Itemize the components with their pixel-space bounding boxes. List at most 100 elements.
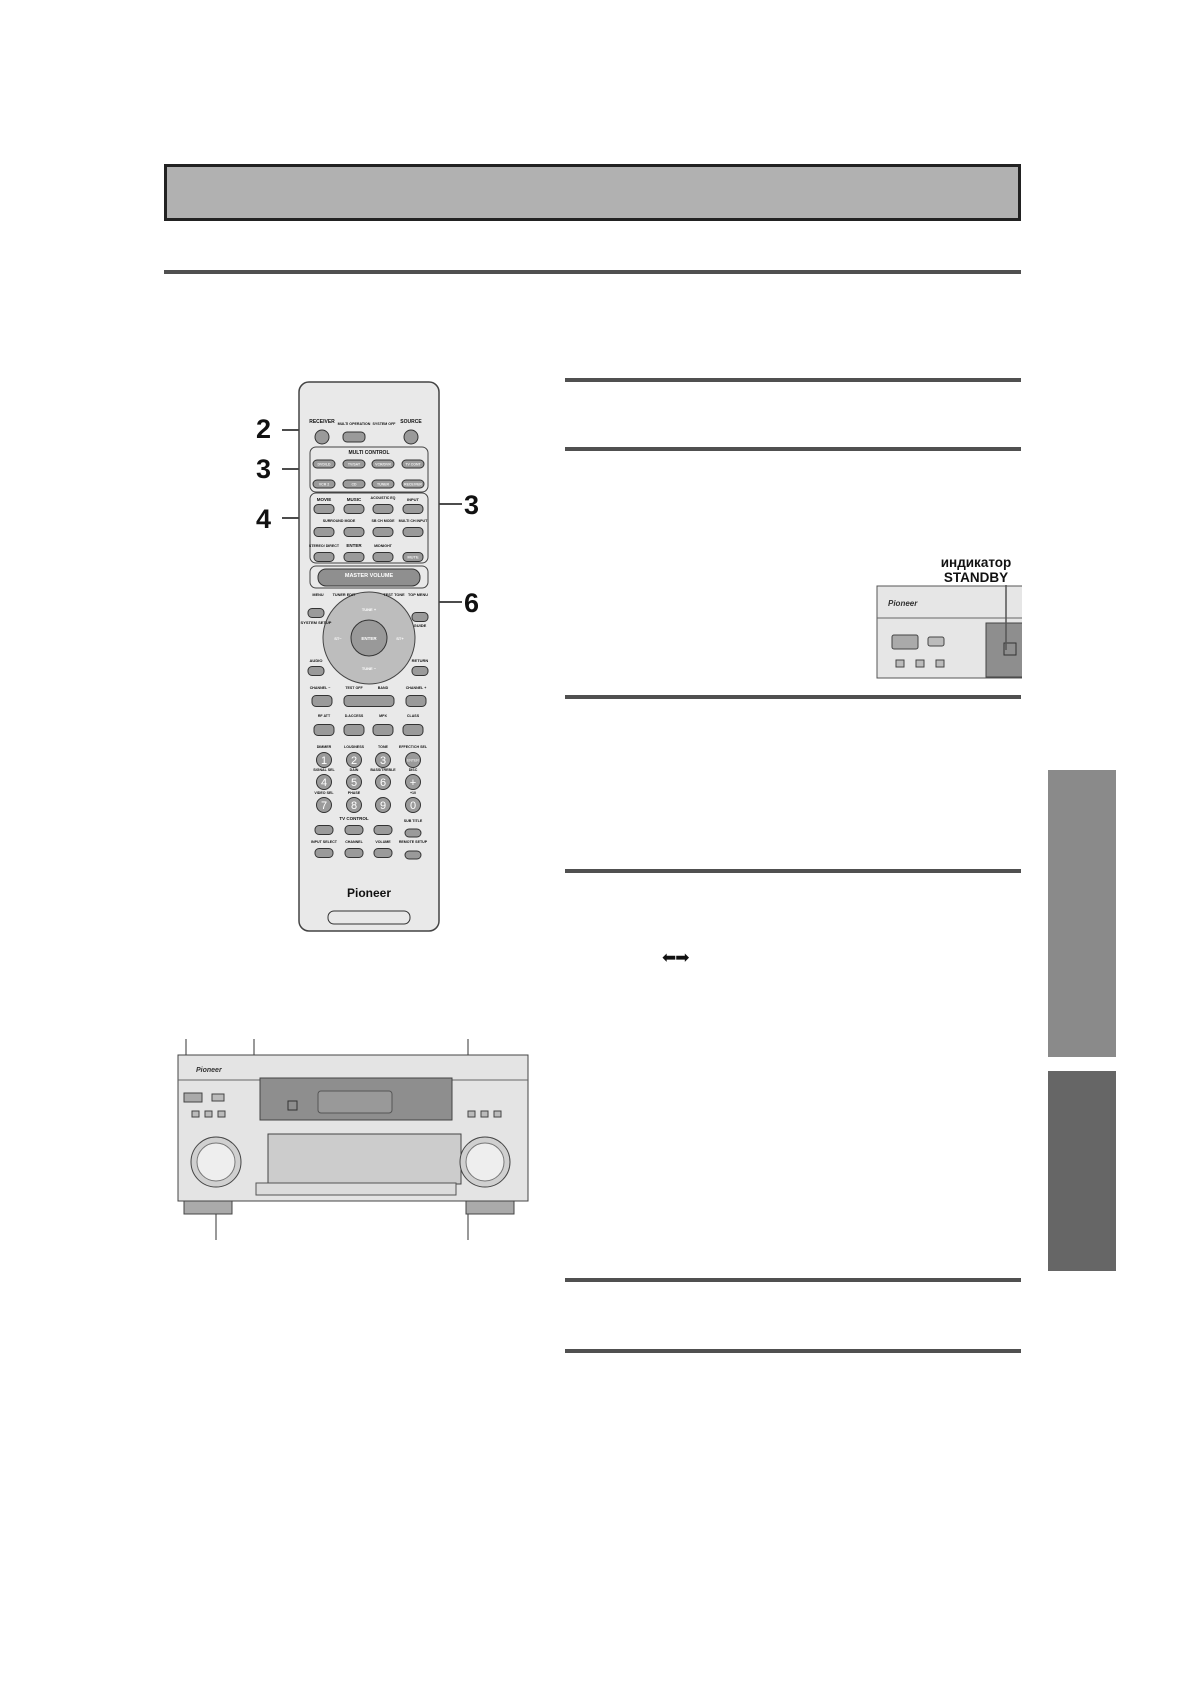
multi-control-frame [309, 446, 429, 493]
remote-label: ACOUSTIC EQ [371, 496, 396, 500]
digit-label: 8 [351, 800, 357, 812]
remote-label: SYSTEM SETUP [301, 620, 332, 625]
remote-label: ST− [334, 636, 342, 641]
digit-label: 9 [380, 800, 386, 812]
standby-on-button [891, 634, 919, 650]
callout-3-right: 3 [464, 490, 480, 520]
remote-label: SIGNAL SEL [313, 768, 335, 772]
digit-label: 4 [321, 777, 327, 789]
left-right-arrow-icons: ⬅➡ [662, 948, 689, 967]
remote-button [343, 724, 365, 736]
remote-label: CHANNEL − [310, 686, 331, 690]
remote-logo: Pioneer [347, 886, 391, 900]
remote-label: REMOTE SETUP [399, 840, 428, 844]
side-tab-light [1048, 770, 1116, 1057]
remote-button [346, 774, 362, 790]
remote-label: TV/SAT [348, 463, 361, 467]
remote-button [402, 724, 424, 736]
remote-button [342, 459, 366, 469]
digit-label: 0 [410, 800, 416, 812]
remote-label: TUNER EDIT [333, 593, 356, 597]
step-rule [565, 695, 1021, 699]
remote-button [373, 825, 393, 835]
remote-label: TV CONT [405, 463, 421, 467]
remote-button [372, 724, 394, 736]
digit-label: 3 [380, 755, 386, 767]
remote-label: PHASE [348, 791, 361, 795]
callout-4: 4 [256, 504, 272, 534]
remote-label: SURROUND MODE [323, 519, 356, 523]
remote-button [411, 666, 429, 676]
remote-label: SB CH MODE [372, 519, 396, 523]
remote-label: ENTER [346, 543, 362, 548]
remote-button [375, 752, 391, 768]
remote-label: INPUT [407, 497, 420, 502]
remote-label: EFFECT/CH SEL [399, 745, 428, 749]
remote-button [402, 527, 424, 537]
remote-label: MIDNIGHT [374, 544, 393, 548]
input-door [267, 1133, 462, 1185]
remote-button [405, 774, 421, 790]
remote-label: MULTI CH INPUT [399, 519, 428, 523]
standby-on-button [183, 1092, 203, 1103]
remote-button [314, 429, 330, 445]
digit-label: 2 [351, 755, 357, 767]
remote-label: DIMMER [317, 745, 332, 749]
mode-frame [309, 492, 429, 564]
remote-button [375, 797, 391, 813]
step-rule [565, 447, 1021, 451]
volume-frame [309, 565, 429, 589]
callout-6: 6 [464, 588, 480, 618]
remote-button [402, 504, 424, 514]
remote-label: TUNE − [362, 666, 377, 671]
remote-button [405, 752, 421, 768]
step-rule [565, 1278, 1021, 1282]
pioneer-logo: Pioneer [888, 599, 918, 608]
remote-button [401, 459, 425, 469]
remote-label: DVD/LD [317, 463, 331, 467]
remote-button [307, 608, 325, 618]
digit-label: 6 [380, 777, 386, 789]
foot-left [183, 1200, 233, 1215]
remote-label: AUDIO [310, 658, 323, 663]
remote-label: DISC [409, 768, 418, 772]
remote-label: ST+ [396, 636, 404, 641]
side-tab-dark [1048, 1071, 1116, 1271]
remote-button [344, 848, 364, 858]
digit-label: 1 [321, 755, 327, 767]
master-volume-label: MASTER VOLUME [345, 573, 394, 579]
remote-button [313, 504, 335, 514]
remote-label: TV CONTROL [339, 816, 368, 821]
remote-label: TUNE + [362, 607, 377, 612]
receiver-front-panel-illustration: Pioneer [177, 1039, 529, 1240]
digit-label: 7 [321, 800, 327, 812]
receiver-logo: Pioneer [196, 1067, 223, 1074]
remote-button [402, 552, 424, 562]
remote-label: MOVIE [317, 497, 332, 502]
remote-button [411, 612, 429, 622]
remote-label: VIDEO SEL [314, 791, 334, 795]
remote-label: RECEIVER [404, 483, 422, 487]
remote-label: VOLUME [375, 840, 391, 844]
remote-label: BAND [378, 686, 389, 690]
remote-label: MULTI CONTROL [348, 450, 389, 456]
callout-2: 2 [256, 414, 272, 444]
remote-label: STEREO/ DIRECT [309, 544, 340, 548]
remote-label: RETURN [412, 658, 429, 663]
remote-button [316, 752, 332, 768]
remote-button [342, 479, 366, 489]
remote-label: CHANNEL [345, 840, 363, 844]
step-rule [565, 1349, 1021, 1353]
remote-label: ENTER [361, 636, 377, 641]
remote-label: SOURCE [400, 419, 422, 425]
remote-label: RECEIVER [309, 419, 335, 425]
label-line-2: STANDBY [943, 570, 1009, 585]
remote-label: INPUT SELECT [311, 840, 338, 844]
remote-label: MULTI OPERATION [338, 422, 371, 426]
remote-button [312, 479, 336, 489]
digit-label: 5 [351, 777, 357, 789]
section-title-box [164, 164, 1021, 221]
remote-label: TEST OFF [345, 686, 363, 690]
remote-label: SUB TITLE [404, 819, 423, 823]
